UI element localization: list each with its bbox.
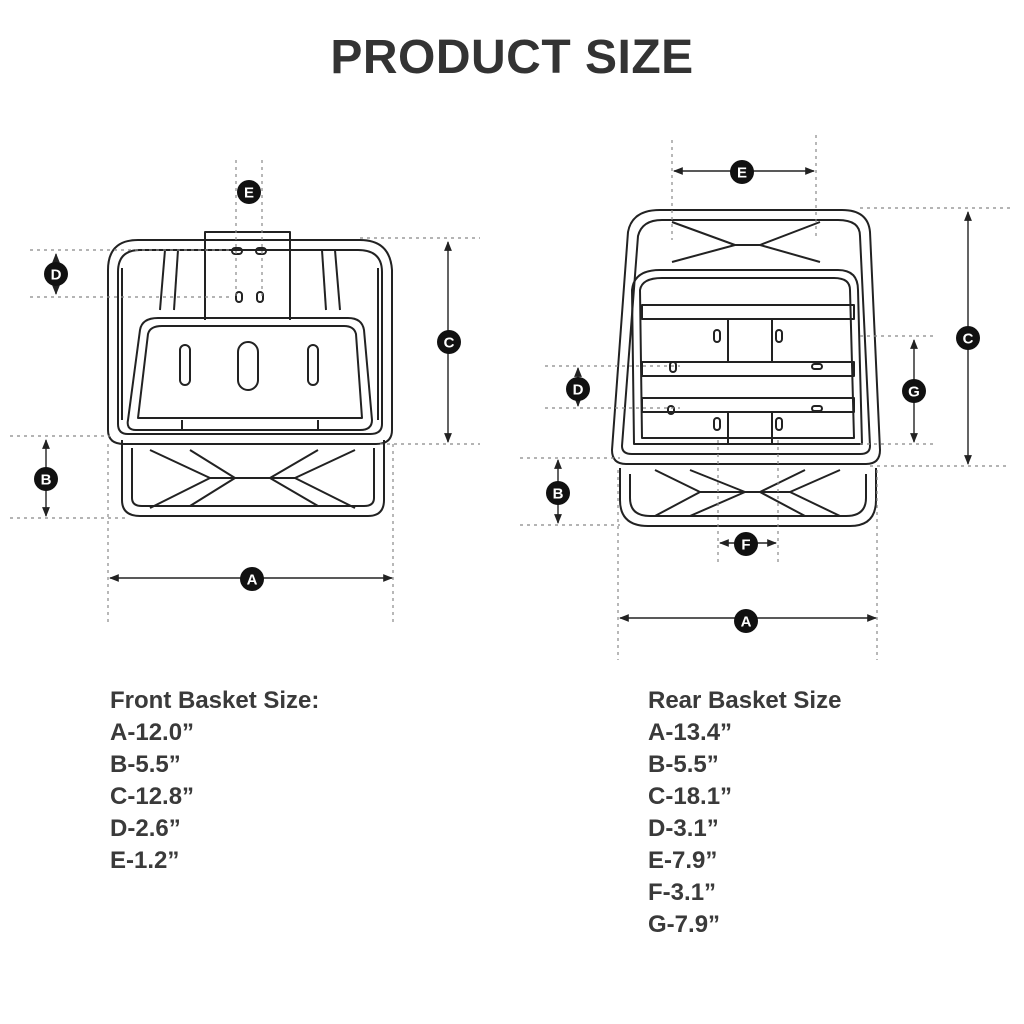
- front-spec-row: B-5.5”: [110, 751, 181, 778]
- rear-spec-row: E-7.9”: [648, 847, 718, 874]
- svg-text:F: F: [741, 537, 750, 554]
- rear-badge-a: A: [734, 609, 758, 633]
- rear-spec-row: G-7.9”: [648, 911, 721, 938]
- front-specs-heading: Front Basket Size:: [110, 687, 320, 714]
- spec-label: F: [648, 879, 663, 906]
- rear-spec-row: B-5.5”: [648, 751, 719, 778]
- svg-text:D: D: [573, 382, 584, 399]
- spec-label: B: [110, 751, 128, 778]
- front-spec-row: E-1.2”: [110, 847, 180, 874]
- front-spec-row: D-2.6”: [110, 815, 181, 842]
- rear-dimension-badges: E C G D B F A: [546, 160, 980, 633]
- front-dimension-arrows: [42, 241, 452, 582]
- front-spec-row: A-12.0”: [110, 719, 195, 746]
- rear-spec-row: F-3.1”: [648, 879, 717, 906]
- rear-specs-heading: Rear Basket Size: [648, 687, 842, 714]
- spec-value: 5.5”: [135, 751, 181, 778]
- rear-basket-specs: Rear Basket Size A-13.4” B-5.5” C-18.1” …: [648, 685, 841, 941]
- rear-badge-g: G: [902, 379, 926, 403]
- spec-value: 7.9”: [672, 847, 718, 874]
- spec-value: 12.8”: [135, 783, 195, 810]
- front-badge-e: E: [237, 180, 261, 204]
- spec-value: 13.4”: [673, 719, 733, 746]
- svg-text:A: A: [741, 614, 752, 631]
- svg-text:E: E: [737, 165, 747, 182]
- rear-badge-f: F: [734, 532, 758, 556]
- spec-label: E: [110, 847, 127, 874]
- svg-text:G: G: [908, 384, 920, 401]
- front-badge-d: D: [44, 262, 68, 286]
- rear-badge-c: C: [956, 326, 980, 350]
- rear-basket-drawing: [611, 209, 881, 527]
- spec-label: B: [648, 751, 666, 778]
- front-spec-row: C-12.8”: [110, 783, 195, 810]
- svg-text:C: C: [963, 331, 974, 348]
- spec-value: 3.1”: [670, 879, 717, 906]
- svg-text:C: C: [444, 335, 455, 352]
- front-dimension-badges: E D B C A: [34, 180, 461, 591]
- spec-label: D: [110, 815, 128, 842]
- rear-dimension-guides: [520, 135, 1010, 660]
- spec-value: 3.1”: [673, 815, 719, 842]
- front-badge-b: B: [34, 467, 58, 491]
- spec-label: A: [110, 719, 128, 746]
- front-badge-c: C: [437, 330, 461, 354]
- spec-value: 1.2”: [134, 847, 180, 874]
- svg-text:B: B: [41, 472, 52, 489]
- spec-label: C: [110, 783, 128, 810]
- rear-badge-d: D: [566, 377, 590, 401]
- svg-text:A: A: [247, 572, 258, 589]
- rear-spec-row: A-13.4”: [648, 719, 733, 746]
- spec-label: C: [648, 783, 666, 810]
- front-basket-specs: Front Basket Size: A-12.0” B-5.5” C-12.8…: [110, 685, 319, 877]
- rear-badge-b: B: [546, 481, 570, 505]
- spec-value: 12.0”: [135, 719, 195, 746]
- svg-text:B: B: [553, 486, 564, 503]
- rear-badge-e: E: [730, 160, 754, 184]
- svg-text:D: D: [51, 267, 62, 284]
- rear-spec-row: C-18.1”: [648, 783, 733, 810]
- spec-label: A: [648, 719, 666, 746]
- spec-label: E: [648, 847, 665, 874]
- spec-value: 5.5”: [673, 751, 719, 778]
- front-basket-drawing: [107, 231, 393, 517]
- rear-spec-row: D-3.1”: [648, 815, 719, 842]
- front-dimension-guides: [10, 160, 480, 625]
- spec-value: 2.6”: [135, 815, 181, 842]
- front-badge-a: A: [240, 567, 264, 591]
- spec-label: D: [648, 815, 666, 842]
- page-title: PRODUCT SIZE: [330, 31, 694, 84]
- spec-value: 18.1”: [673, 783, 733, 810]
- spec-value: 7.9”: [674, 911, 721, 938]
- svg-text:E: E: [244, 185, 254, 202]
- spec-label: G: [648, 911, 667, 938]
